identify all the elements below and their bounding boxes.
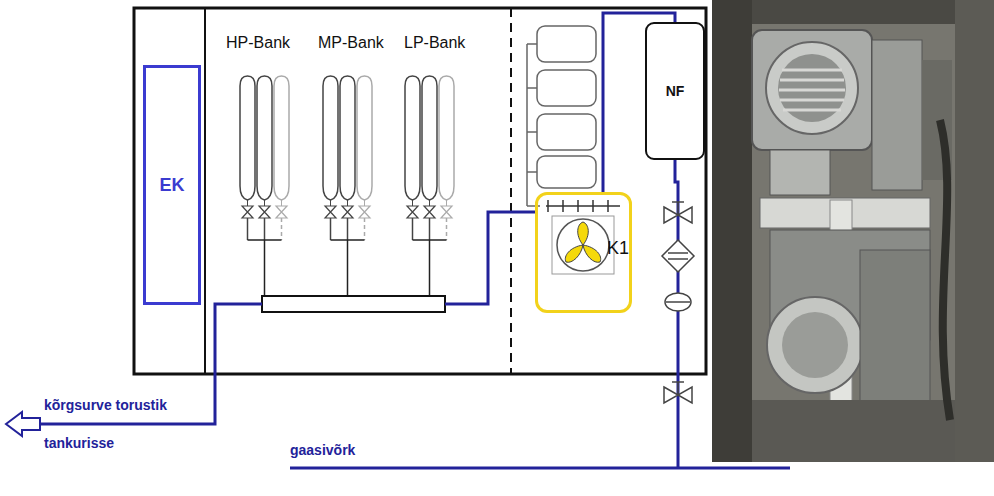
bank-label: MP-Bank	[318, 34, 384, 52]
gas-grid-label: gaasivõrk	[290, 442, 355, 458]
gas-filter-tank: NF	[645, 22, 705, 160]
compressor-photo	[712, 0, 994, 462]
node-label: EK	[159, 175, 184, 196]
outlet-label: tankurisse	[44, 435, 114, 451]
outlet-label: kõrgsurve torustik	[44, 397, 167, 413]
cylinder-banks	[240, 76, 454, 296]
electrical-cabinet: EK	[143, 65, 201, 305]
dashed-divider	[510, 8, 512, 374]
gas-pipes	[40, 160, 790, 468]
outlet-arrow	[6, 412, 40, 436]
node-label: NF	[666, 83, 685, 99]
node-label: K1	[607, 238, 629, 259]
housing-divider	[204, 8, 206, 374]
bank-label: HP-Bank	[226, 34, 290, 52]
buffer-tanks	[527, 26, 596, 206]
compressor-fan	[546, 200, 620, 274]
bank-label: LP-Bank	[404, 34, 465, 52]
housing-outline	[134, 8, 706, 374]
manifold	[262, 296, 445, 312]
compressor-box: K1	[535, 192, 632, 313]
inlet-fittings	[662, 202, 694, 403]
